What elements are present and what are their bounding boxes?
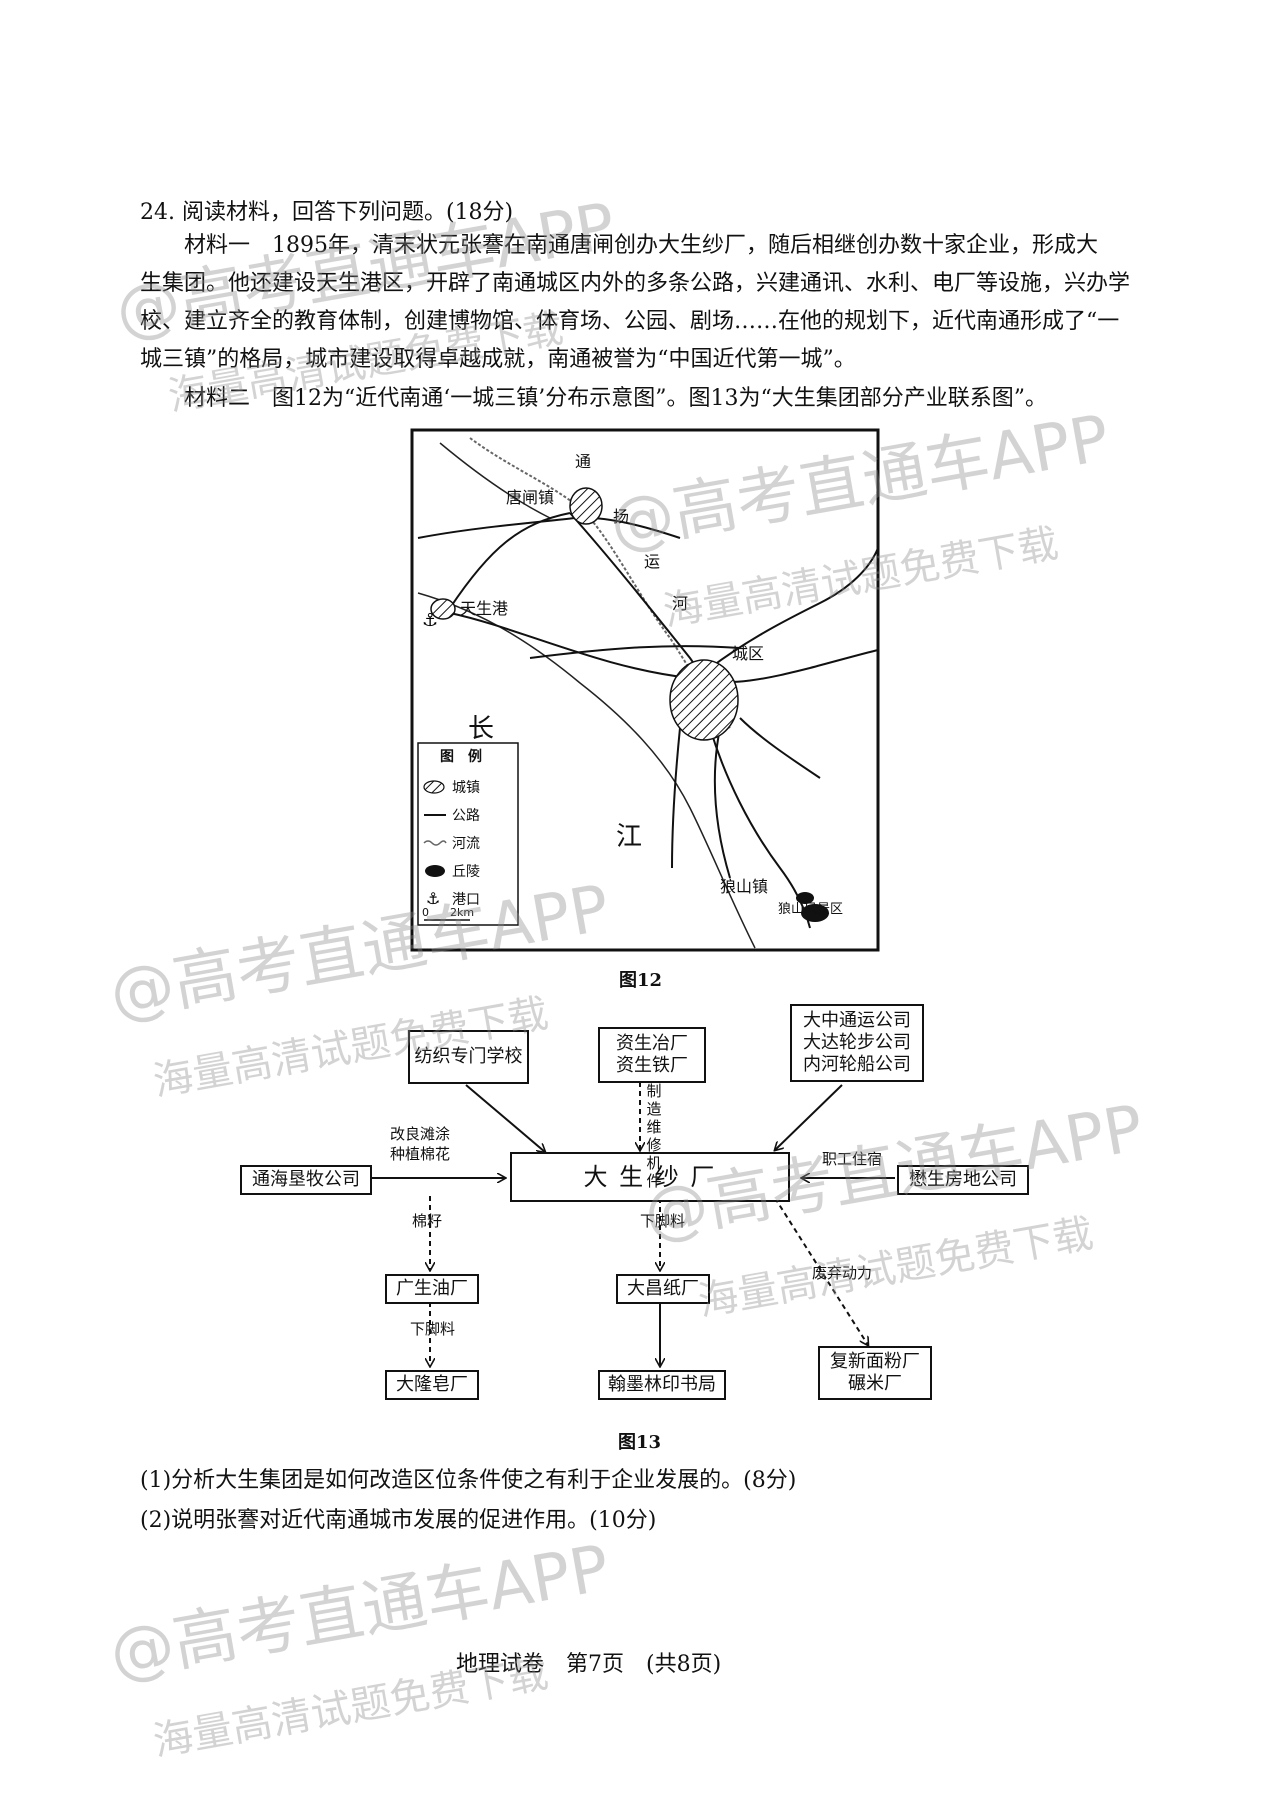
node-papermill: 大昌纸厂 bbox=[616, 1274, 710, 1304]
road bbox=[713, 727, 731, 879]
legend-town-symbol bbox=[423, 780, 445, 794]
node-flour: 复新面粉厂 碾米厂 bbox=[818, 1346, 932, 1400]
map-label-river-char: 运 bbox=[644, 552, 661, 571]
legend-item: 港口 bbox=[452, 892, 480, 908]
node-realty: 懋生房地公司 bbox=[897, 1165, 1029, 1195]
road bbox=[709, 727, 811, 929]
legend-scale-zero: 0 bbox=[422, 906, 429, 919]
node-shipping-line: 内河轮船公司 bbox=[803, 1054, 911, 1075]
anchor-icon: ⚓ bbox=[422, 610, 438, 631]
legend-item: 丘陵 bbox=[452, 864, 480, 880]
figure-12-caption: 图12 bbox=[619, 970, 663, 991]
road bbox=[709, 547, 879, 669]
node-printing: 翰墨林印书局 bbox=[598, 1370, 726, 1400]
node-flour-line: 复新面粉厂 bbox=[830, 1351, 920, 1372]
map-figure-12: ⚓ ⚓ 唐闸镇 天生港 城区 狼山镇 狼山风景区 通 扬 运 河 长 江 图 例… bbox=[410, 428, 880, 952]
arrow-school-to-center bbox=[465, 1084, 545, 1152]
node-ironworks: 资生冶厂 资生铁厂 bbox=[598, 1027, 706, 1083]
map-label-river-char: 通 bbox=[575, 452, 592, 471]
edge-label-waste-power: 废弃动力 bbox=[812, 1264, 873, 1282]
edge-label-cotton: 改良滩涂 种植棉花 bbox=[390, 1124, 450, 1164]
node-shipping-line: 大中通运公司 bbox=[803, 1010, 911, 1031]
langshan-hill bbox=[801, 904, 829, 922]
riverbank-north bbox=[439, 442, 551, 519]
page-footer: 地理试卷 第7页 (共8页) bbox=[456, 1652, 722, 1677]
map-graphic: ⚓ ⚓ bbox=[410, 428, 880, 952]
map-label-river-char: 河 bbox=[672, 594, 689, 613]
node-ironworks-line: 资生冶厂 bbox=[616, 1033, 688, 1054]
edge-label-cottonseed: 棉籽 bbox=[412, 1212, 443, 1230]
question-header: 24. 阅读材料，回答下列问题。(18分) bbox=[140, 200, 514, 225]
city-area bbox=[669, 659, 739, 741]
yangtze-bank bbox=[417, 592, 756, 949]
edge-label-offcuts: 下脚料 bbox=[640, 1212, 686, 1230]
material-one-line: 城三镇”的格局，城市建设取得卓越成就，南通被誉为“中国近代第一城”。 bbox=[140, 347, 856, 372]
map-label-tianshenggang: 天生港 bbox=[460, 599, 509, 618]
material-one-line: 材料一 1895年，清末状元张謇在南通唐闸创办大生纱厂，随后相继创办数十家企业，… bbox=[184, 233, 1098, 258]
legend-hill-symbol bbox=[425, 865, 445, 877]
road bbox=[529, 645, 741, 659]
langshan-hill bbox=[796, 892, 814, 904]
map-label-jiang: 江 bbox=[616, 822, 643, 852]
edge-label-cotton-line: 改良滩涂 bbox=[390, 1125, 451, 1143]
arrow-center-to-flour bbox=[774, 1197, 868, 1345]
road bbox=[671, 727, 681, 869]
node-shipping: 大中通运公司 大达轮步公司 内河轮船公司 bbox=[790, 1004, 924, 1082]
map-label-langshan-scenic: 狼山风景区 bbox=[778, 902, 844, 917]
edge-label-machines: 制造 维修 机件 bbox=[645, 1082, 663, 1190]
node-soap: 大隆皂厂 bbox=[385, 1370, 479, 1400]
legend-box bbox=[417, 742, 519, 926]
legend-item: 公路 bbox=[452, 808, 480, 824]
arrow-shipping-to-center bbox=[775, 1084, 843, 1150]
edge-label-machines-line: 制造 bbox=[646, 1082, 662, 1118]
map-label-tangzha: 唐闸镇 bbox=[506, 488, 555, 507]
sub-question-1: (1)分析大生集团是如何改造区位条件使之有利于企业发展的。(8分) bbox=[140, 1468, 797, 1493]
material-one-line: 生集团。他还建设天生港区，开辟了南通城区内外的多条公路，兴建通讯、水利、电厂等设… bbox=[140, 271, 1131, 296]
figure-13-caption: 图13 bbox=[618, 1432, 662, 1453]
node-shipping-line: 大达轮步公司 bbox=[803, 1032, 911, 1053]
road bbox=[739, 717, 821, 779]
edge-label-offcuts: 下脚料 bbox=[410, 1320, 456, 1338]
map-label-city: 城区 bbox=[732, 644, 765, 663]
legend-river-symbol bbox=[423, 840, 447, 846]
material-two: 材料二 图12为“近代南通‘一城三镇’分布示意图”。图13为“大生集团部分产业联… bbox=[184, 386, 1047, 411]
tangzha-town bbox=[569, 487, 603, 525]
legend-title: 图 例 bbox=[440, 749, 482, 765]
edge-label-machines-line: 维修 bbox=[646, 1118, 662, 1154]
legend-scale-label: 2km bbox=[450, 906, 475, 919]
sub-question-2: (2)说明张謇对近代南通城市发展的促进作用。(10分) bbox=[140, 1508, 657, 1533]
material-one-line: 校、建立齐全的教育体制，创建博物馆、体育场、公园、剧场……在他的规划下，近代南通… bbox=[140, 309, 1120, 334]
road bbox=[449, 512, 571, 609]
legend-item: 河流 bbox=[452, 836, 480, 852]
tianshenggang-town bbox=[430, 598, 456, 620]
node-flour-line: 碾米厂 bbox=[848, 1373, 902, 1394]
material-one: 材料一 1895年，清末状元张謇在南通唐闸创办大生纱厂，随后相继创办数十家企业，… bbox=[140, 227, 1150, 379]
node-textile-school: 纺织专门学校 bbox=[408, 1030, 529, 1084]
map-label-river-char: 扬 bbox=[613, 507, 630, 526]
edge-label-housing: 职工住宿 bbox=[822, 1150, 883, 1168]
node-ironworks-line: 资生铁厂 bbox=[616, 1055, 688, 1076]
edge-label-cotton-line: 种植棉花 bbox=[390, 1145, 451, 1163]
node-tonghai: 通海垦牧公司 bbox=[240, 1165, 372, 1195]
node-oilmill: 广生油厂 bbox=[385, 1274, 479, 1304]
map-label-chang: 长 bbox=[468, 714, 495, 744]
node-dasheng-mill: 大 生 纱 厂 bbox=[510, 1152, 790, 1202]
map-label-langshan-town: 狼山镇 bbox=[720, 877, 769, 896]
edge-label-machines-line: 机件 bbox=[646, 1154, 662, 1190]
legend-item: 城镇 bbox=[452, 780, 480, 796]
legend-port-symbol: ⚓ bbox=[426, 889, 440, 908]
